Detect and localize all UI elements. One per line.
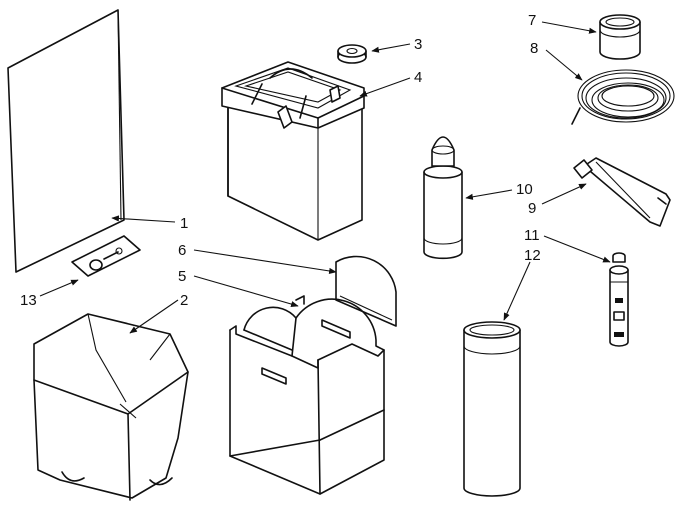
- callout-2: 2: [180, 292, 188, 309]
- panel-part: [7, 9, 125, 273]
- label-card-part: [71, 235, 141, 277]
- spray-can-part: [423, 136, 463, 260]
- callout-6: 6: [178, 242, 186, 259]
- jar-part: [599, 14, 641, 60]
- cord-coil-part: [571, 69, 675, 125]
- large-can-part: [463, 321, 521, 497]
- callout-11: 11: [524, 227, 540, 244]
- callout-3: 3: [414, 36, 422, 53]
- small-cylinder-part: [609, 252, 629, 347]
- bag-part: [33, 313, 189, 501]
- callout-labels: 1 2 3 4 5 6 7 8 9 10 11 12 13: [20, 12, 541, 309]
- carton-part: [229, 295, 385, 495]
- cap-part: [337, 44, 367, 64]
- leader-lines: [39, 21, 611, 334]
- callout-5: 5: [178, 268, 186, 285]
- tube-part: [573, 157, 671, 227]
- callout-1: 1: [180, 215, 188, 232]
- flap-part: [335, 255, 397, 327]
- callout-7: 7: [528, 12, 536, 29]
- container-part: [221, 61, 365, 241]
- callout-4: 4: [414, 69, 422, 86]
- callout-10: 10: [516, 181, 533, 198]
- callout-8: 8: [530, 40, 538, 57]
- callout-12: 12: [524, 247, 541, 264]
- callout-13: 13: [20, 292, 37, 309]
- callout-9: 9: [528, 200, 536, 217]
